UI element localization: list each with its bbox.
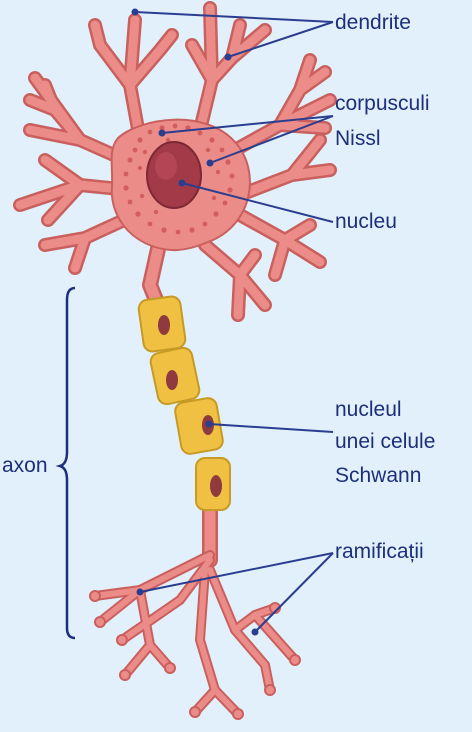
label-dendrite: dendrite xyxy=(335,11,411,34)
label-corpusculi-nissl-line2: Nissl xyxy=(335,127,381,150)
label-nucleu: nucleu xyxy=(335,210,397,233)
axon-brace xyxy=(55,286,76,640)
label-schwann-line1: nucleul xyxy=(335,398,402,421)
leader-dots xyxy=(131,8,259,636)
schwann-cell xyxy=(149,346,201,406)
leader-lines xyxy=(134,11,334,633)
schwann-cell xyxy=(137,295,187,353)
label-axon: axon xyxy=(2,454,48,477)
axon-terminals xyxy=(89,590,301,720)
axon-fibre xyxy=(90,232,300,719)
nissl-bodies xyxy=(123,123,235,235)
label-schwann-line2: unei celule xyxy=(335,430,436,453)
label-corpusculi-nissl-line1: corpusculi xyxy=(335,92,430,115)
nucleus-highlight xyxy=(155,152,177,180)
schwann-cell xyxy=(174,397,224,455)
label-schwann-line3: Schwann xyxy=(335,464,422,487)
schwann-cell xyxy=(195,457,231,511)
label-ramificatii: ramificații xyxy=(335,540,424,563)
myelin-sheath xyxy=(137,295,231,511)
dendrites xyxy=(13,1,337,322)
